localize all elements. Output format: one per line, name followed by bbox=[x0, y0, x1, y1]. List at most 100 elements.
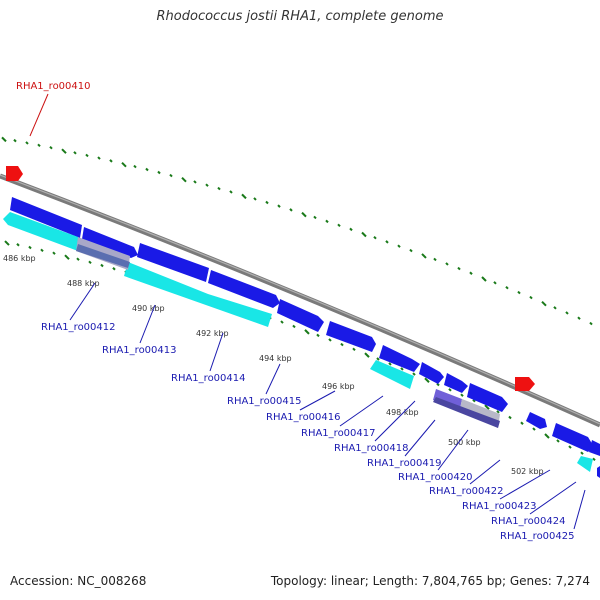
gene-label[interactable]: RHA1_ro00419 bbox=[367, 458, 442, 469]
tick-mark bbox=[181, 177, 187, 183]
gene-label[interactable]: RHA1_ro00414 bbox=[171, 373, 246, 384]
gene-feature[interactable] bbox=[137, 243, 209, 282]
gene-feature[interactable] bbox=[444, 373, 468, 393]
tick-mark bbox=[121, 161, 127, 168]
tick-mark bbox=[448, 388, 452, 392]
gene-feature[interactable] bbox=[208, 270, 280, 308]
tick-mark bbox=[397, 244, 401, 248]
map-title: Rhodococcus jostii RHA1, complete genome bbox=[156, 9, 444, 24]
gene-feature[interactable] bbox=[379, 345, 420, 372]
tick-mark bbox=[436, 382, 440, 387]
gene-feature[interactable] bbox=[589, 440, 600, 456]
summary-label: Topology: linear; Length: 7,804,765 bp; … bbox=[270, 574, 590, 588]
tick-mark bbox=[532, 427, 536, 431]
tick-mark bbox=[376, 357, 380, 361]
tick-mark bbox=[565, 311, 569, 315]
tick-mark bbox=[4, 240, 10, 246]
tick-mark bbox=[169, 173, 173, 178]
gene-label[interactable]: RHA1_ro00423 bbox=[462, 501, 537, 512]
tick-mark bbox=[157, 170, 161, 175]
tick-mark bbox=[553, 306, 557, 310]
gene-feature[interactable] bbox=[552, 423, 594, 452]
gene-feature[interactable] bbox=[124, 262, 272, 327]
rna-gene-marker[interactable] bbox=[515, 377, 535, 391]
gene-leader-line bbox=[469, 459, 501, 485]
tick-mark bbox=[529, 295, 533, 300]
tick-mark bbox=[1, 136, 7, 143]
gene-leader-line bbox=[374, 400, 416, 442]
gene-feature[interactable] bbox=[467, 383, 508, 412]
tick-mark bbox=[325, 219, 329, 224]
reverse-genes bbox=[3, 212, 593, 472]
tick-mark bbox=[445, 262, 449, 266]
gene-label[interactable]: RHA1_ro00415 bbox=[227, 396, 302, 407]
tick-mark bbox=[337, 223, 341, 228]
gene-leader-line bbox=[529, 481, 577, 515]
tick-mark bbox=[25, 141, 29, 145]
tick-mark bbox=[277, 204, 281, 208]
scale-label: 498 kbp bbox=[386, 408, 419, 417]
gene-feature[interactable] bbox=[277, 299, 324, 332]
tick-mark bbox=[580, 451, 584, 455]
gene-feature[interactable] bbox=[3, 212, 78, 251]
gene-leader-line bbox=[437, 429, 469, 471]
gene-feature[interactable] bbox=[10, 197, 82, 238]
tick-mark bbox=[229, 190, 233, 194]
gene-feature[interactable] bbox=[526, 412, 547, 429]
tick-row-inner bbox=[4, 240, 596, 462]
gene-feature[interactable] bbox=[597, 466, 600, 478]
gene-label[interactable]: RHA1_ro00424 bbox=[491, 516, 566, 527]
tick-mark bbox=[361, 231, 367, 238]
gene-label[interactable]: RHA1_ro00422 bbox=[429, 486, 504, 497]
gene-feature[interactable] bbox=[419, 362, 444, 384]
scale-label: 496 kbp bbox=[322, 382, 355, 391]
tick-mark bbox=[265, 200, 269, 205]
gene-feature[interactable] bbox=[76, 244, 130, 268]
tick-mark bbox=[13, 138, 17, 143]
gene-feature[interactable] bbox=[433, 389, 462, 409]
accession-label: Accession: NC_008268 bbox=[10, 574, 147, 588]
gene-leader-line bbox=[573, 489, 586, 530]
tick-mark bbox=[556, 439, 560, 443]
gene-feature[interactable] bbox=[326, 321, 376, 352]
tick-mark bbox=[16, 243, 20, 247]
tick-mark bbox=[493, 281, 497, 285]
tick-mark bbox=[589, 321, 593, 326]
tick-mark bbox=[289, 208, 293, 212]
tick-mark bbox=[52, 251, 56, 255]
gene-feature[interactable] bbox=[577, 456, 593, 472]
tick-mark bbox=[241, 193, 247, 200]
gene-label[interactable]: RHA1_ro00416 bbox=[266, 412, 341, 423]
tick-mark bbox=[85, 153, 89, 158]
gene-leader-line bbox=[299, 390, 336, 411]
tick-mark bbox=[28, 245, 32, 250]
rna-gene-marker[interactable] bbox=[6, 166, 23, 181]
scale-label: 502 kbp bbox=[511, 467, 544, 476]
gene-labels: RHA1_ro00410RHA1_ro00412RHA1_ro00413RHA1… bbox=[16, 81, 586, 542]
tick-mark bbox=[40, 248, 44, 253]
gene-label[interactable]: RHA1_ro00410 bbox=[16, 81, 91, 92]
gene-label[interactable]: RHA1_ro00417 bbox=[301, 428, 376, 439]
gene-leader-line bbox=[139, 304, 156, 344]
gene-leader-line bbox=[499, 469, 551, 500]
gene-label[interactable]: RHA1_ro00412 bbox=[41, 322, 116, 333]
gene-feature[interactable] bbox=[370, 360, 414, 389]
tick-mark bbox=[505, 285, 509, 290]
tick-mark bbox=[400, 367, 404, 371]
gene-label[interactable]: RHA1_ro00425 bbox=[500, 531, 575, 542]
tick-mark bbox=[373, 235, 377, 240]
tick-mark bbox=[577, 316, 581, 320]
gene-leader-line bbox=[69, 282, 96, 321]
tick-mark bbox=[328, 338, 332, 342]
gene-feature[interactable] bbox=[433, 397, 500, 428]
gene-feature[interactable] bbox=[82, 227, 138, 258]
gene-label[interactable]: RHA1_ro00420 bbox=[398, 472, 473, 483]
gene-label[interactable]: RHA1_ro00418 bbox=[334, 443, 409, 454]
tick-mark bbox=[316, 333, 320, 338]
tick-mark bbox=[76, 257, 80, 261]
tick-mark bbox=[568, 445, 572, 449]
tick-mark bbox=[64, 254, 70, 260]
gene-label[interactable]: RHA1_ro00413 bbox=[102, 345, 177, 356]
scale-label: 492 kbp bbox=[196, 329, 229, 338]
